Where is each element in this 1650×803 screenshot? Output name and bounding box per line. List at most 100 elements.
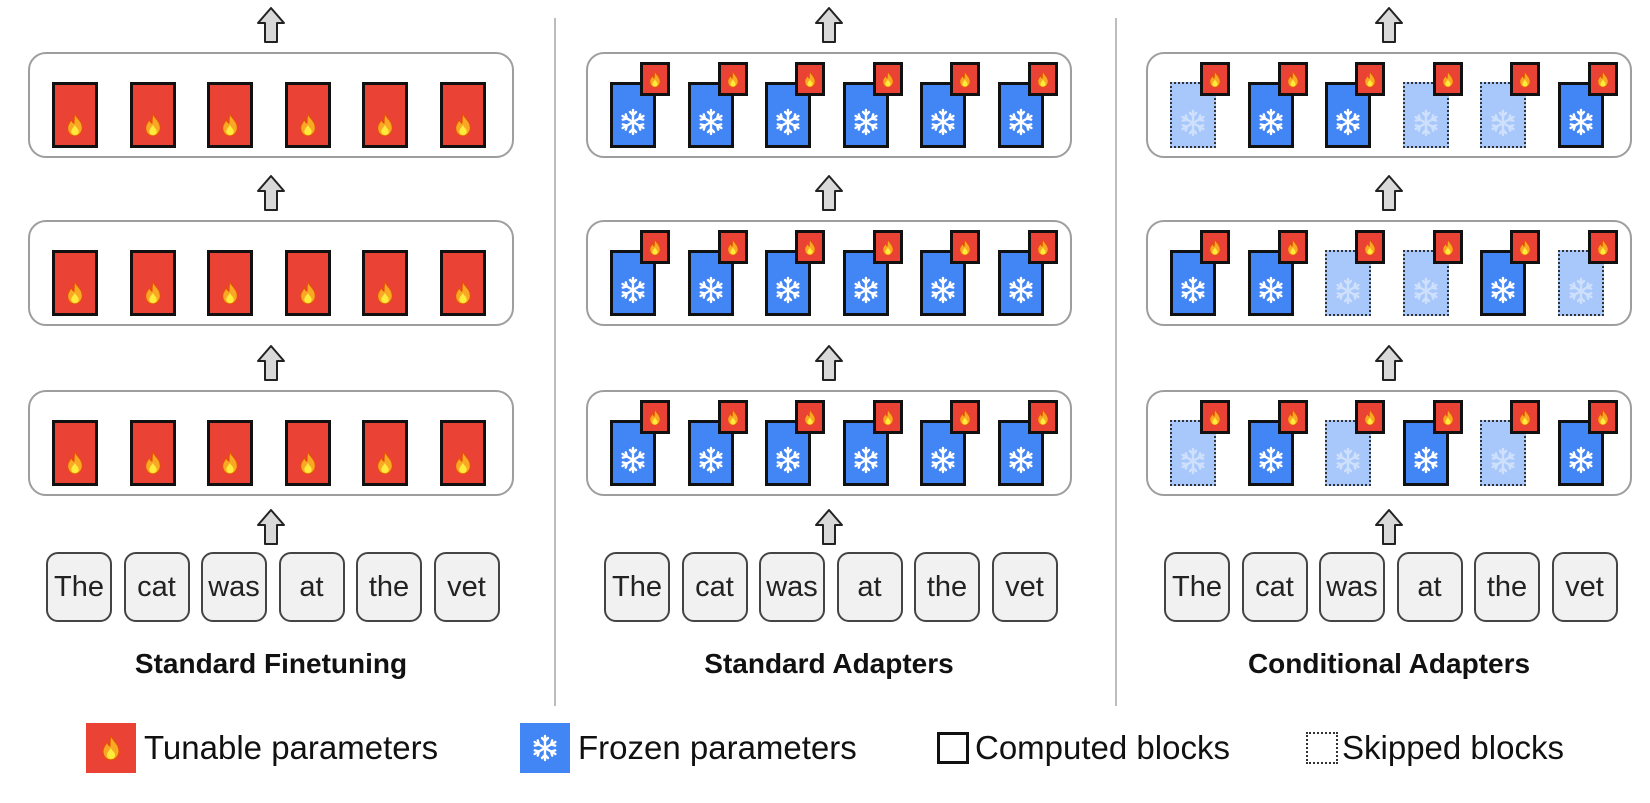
adapter-block <box>1277 230 1308 264</box>
legend-item-skipped: Skipped blocks <box>1306 722 1564 774</box>
skipped-block <box>1402 250 1449 316</box>
panel-title: Standard Adapters <box>704 648 954 679</box>
layer-2 <box>1146 390 1632 496</box>
tunable-block <box>129 420 176 486</box>
frozen-block <box>610 420 656 486</box>
dotted-square-icon <box>1306 732 1338 764</box>
adapter-block <box>872 62 903 96</box>
adapter-block <box>1027 400 1058 434</box>
adapter-block <box>640 62 670 96</box>
adapter-block <box>795 230 825 264</box>
frozen-block <box>997 82 1044 148</box>
adapter-block <box>1432 400 1463 434</box>
token-box: cat <box>681 552 748 622</box>
panel-divider-left <box>554 18 556 706</box>
legend-item-frozen: Frozen parameters <box>520 722 857 774</box>
adapter-block <box>1510 400 1540 434</box>
token-box: the <box>1474 552 1540 622</box>
adapter-block <box>1200 230 1230 264</box>
adapter-block <box>1277 400 1308 434</box>
token-box: vet <box>991 552 1058 622</box>
adapter-block <box>1587 230 1618 264</box>
adapter-block <box>717 62 748 96</box>
panel-divider-right <box>1115 18 1117 706</box>
token-box: vet <box>433 552 500 622</box>
up-arrow-icon <box>814 174 844 212</box>
adapter-block <box>950 230 980 264</box>
solid-square-icon <box>937 732 969 764</box>
token-box: was <box>759 552 825 622</box>
token-box: at <box>1396 552 1463 622</box>
token-box: at <box>836 552 903 622</box>
layer-2 <box>586 390 1072 496</box>
up-arrow-icon <box>256 6 286 44</box>
up-arrow-icon <box>814 6 844 44</box>
tunable-block <box>129 82 176 148</box>
tunable-block <box>284 82 331 148</box>
tunable-block <box>439 250 486 316</box>
up-arrow-icon <box>1374 344 1404 382</box>
frozen-block <box>1402 420 1449 486</box>
adapter-block <box>1587 62 1618 96</box>
legend-label: Frozen parameters <box>578 729 857 766</box>
tunable-block <box>129 250 176 316</box>
token-box: was <box>201 552 267 622</box>
token-box: The <box>46 552 112 622</box>
legend-label: Skipped blocks <box>1342 729 1564 766</box>
token-box: the <box>914 552 980 622</box>
up-arrow-icon <box>1374 6 1404 44</box>
tunable-block <box>207 82 253 148</box>
layer-2 <box>28 390 514 496</box>
layer-1 <box>28 220 514 326</box>
legend: Tunable parameters Frozen parameters Com… <box>0 722 1650 782</box>
legend-item-tunable: Tunable parameters <box>86 722 438 774</box>
adapter-block <box>950 62 980 96</box>
legend-label: Tunable parameters <box>144 729 439 766</box>
legend-label: Computed blocks <box>975 729 1230 766</box>
panel-title: Conditional Adapters <box>1247 648 1531 679</box>
adapter-block <box>640 400 670 434</box>
adapter-block <box>1355 62 1385 96</box>
tunable-block <box>207 420 253 486</box>
frozen-block <box>842 250 889 316</box>
adapter-block <box>1355 400 1385 434</box>
layer-0 <box>586 52 1072 158</box>
tunable-block <box>52 420 98 486</box>
adapter-block <box>1432 62 1463 96</box>
adapter-block <box>1510 230 1540 264</box>
adapter-block <box>795 400 825 434</box>
panel-title: Standard Finetuning <box>134 648 408 679</box>
token-box: cat <box>123 552 190 622</box>
up-arrow-icon <box>814 344 844 382</box>
adapter-block <box>1277 62 1308 96</box>
tunable-block <box>439 82 486 148</box>
token-box: The <box>1164 552 1230 622</box>
tunable-block <box>362 82 408 148</box>
tunable-block <box>284 250 331 316</box>
adapter-block <box>1587 400 1618 434</box>
legend-item-computed: Computed blocks <box>937 722 1230 774</box>
skipped-block <box>1480 82 1526 148</box>
tunable-block <box>284 420 331 486</box>
up-arrow-icon <box>256 174 286 212</box>
up-arrow-icon <box>814 508 844 546</box>
adapter-block <box>717 230 748 264</box>
adapter-block <box>1027 230 1058 264</box>
token-box: The <box>604 552 670 622</box>
adapter-block <box>950 400 980 434</box>
adapter-block <box>640 230 670 264</box>
adapter-block <box>872 230 903 264</box>
layer-0 <box>28 52 514 158</box>
adapter-block <box>1027 62 1058 96</box>
tunable-block <box>362 250 408 316</box>
adapter-block <box>717 400 748 434</box>
tunable-block <box>362 420 408 486</box>
tunable-block <box>52 82 98 148</box>
layer-1 <box>1146 220 1632 326</box>
adapter-block <box>1355 230 1385 264</box>
snowflake-icon <box>520 723 570 773</box>
adapter-block <box>795 62 825 96</box>
